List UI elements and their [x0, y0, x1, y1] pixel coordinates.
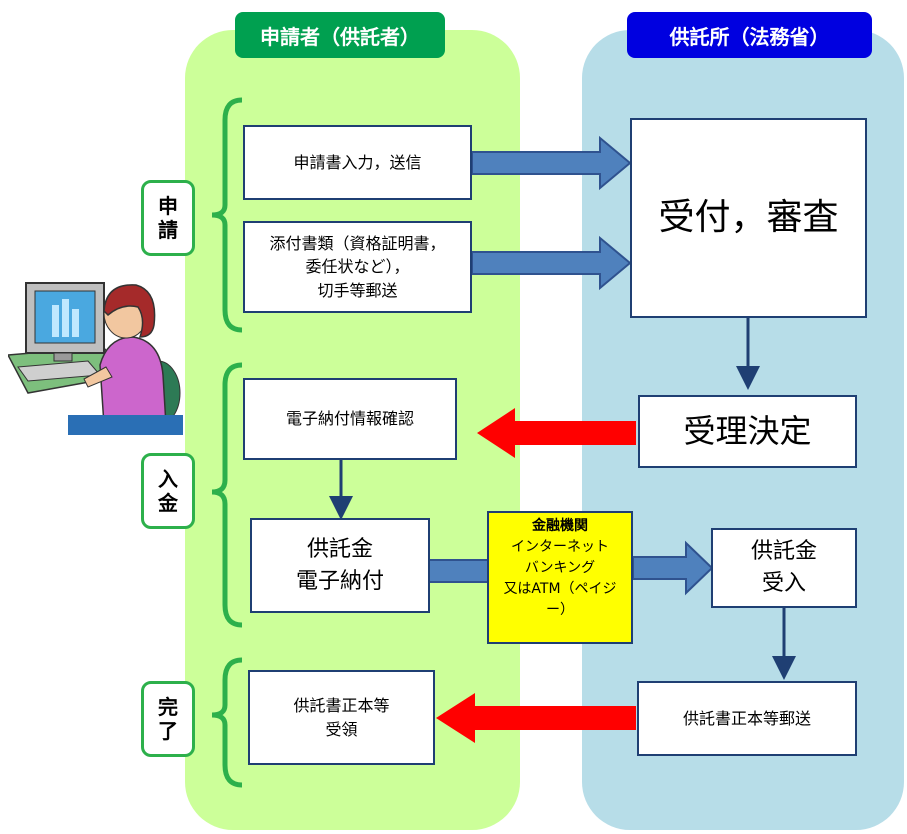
box-certificate-mailing: 供託書正本等郵送 [637, 681, 857, 756]
arrow-acceptance-to-epay [477, 408, 636, 458]
financial-institution-title: 金融機関 [532, 518, 588, 534]
arrow-input-to-review [471, 135, 632, 191]
arrow-bank-to-received [632, 540, 714, 596]
arrow-attachments-to-review [471, 235, 632, 291]
phase-payment-label: 入 金 [141, 453, 195, 529]
bracket-apply [211, 97, 243, 333]
financial-institution-note: 金融機関 インターネット バンキング 又はATM（ペイジー） [487, 511, 633, 644]
bracket-payment [211, 362, 243, 628]
arrow-epay-to-bank [428, 559, 490, 583]
bracket-complete [211, 657, 243, 788]
box-deposit-epay: 供託金 電子納付 [250, 518, 430, 613]
phase-apply-label: 申 請 [141, 180, 195, 256]
applicant-header: 申請者（供託者） [235, 12, 445, 58]
box-epay-info-check: 電子納付情報確認 [243, 378, 457, 460]
computer-user-illustration [8, 282, 183, 435]
box-application-input-send: 申請書入力，送信 [243, 125, 472, 200]
financial-institution-body: インターネット バンキング 又はATM（ペイジー） [503, 539, 617, 618]
box-receipt-review: 受付，審査 [630, 118, 867, 318]
box-attachments-mailing: 添付書類（資格証明書， 委任状など）， 切手等郵送 [243, 221, 472, 313]
box-acceptance-decision: 受理決定 [638, 395, 857, 468]
arrow-mail-to-receive [436, 693, 636, 743]
phase-complete-label: 完 了 [141, 681, 195, 757]
deposit-office-header: 供託所（法務省） [627, 12, 872, 58]
box-certificate-receipt: 供託書正本等 受領 [248, 670, 435, 765]
box-deposit-received: 供託金 受入 [711, 528, 857, 608]
